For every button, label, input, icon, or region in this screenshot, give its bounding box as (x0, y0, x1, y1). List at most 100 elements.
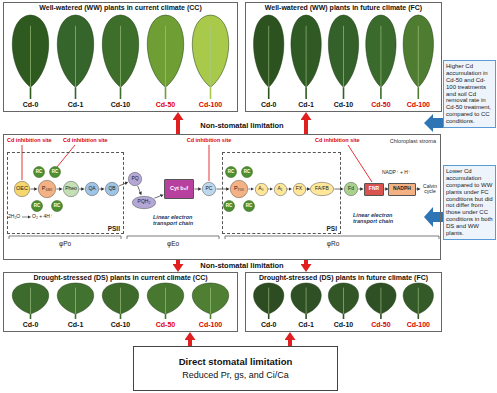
carrier-shape (230, 180, 247, 197)
leaf-photo (12, 15, 48, 87)
label-holder: RC (36, 170, 43, 175)
electron-flow-arrow (416, 189, 417, 190)
label-holder: Cd-100 (407, 101, 430, 109)
carrier-shape (202, 182, 215, 195)
photosystem-box: OECP₆₈₀PheoQAQBPSII (7, 152, 124, 234)
leaf-midrib (165, 26, 166, 87)
limitation-label: Non-stomatal limitation (198, 262, 285, 271)
node-text: OEC (16, 186, 28, 192)
node-text: PQ (131, 176, 138, 181)
treatment-label: Cd-10 (111, 101, 130, 109)
node-text: Cyt b₆f (170, 186, 188, 192)
node-text: P₆₈₀ (42, 186, 52, 192)
treatment-label: Cd-10 (334, 321, 353, 329)
reaction-center-label: RC (226, 204, 233, 209)
leaf-stem (305, 314, 307, 319)
node-text: QB (108, 186, 115, 191)
carrier-circle: Fd (344, 182, 358, 196)
leaf-photo (403, 15, 433, 87)
node-text: QA (88, 186, 95, 191)
leaf-photo (147, 283, 183, 314)
leaf-photo (12, 283, 48, 314)
panel-heading: Drought-stressed (DS) plants in future c… (259, 274, 428, 282)
treatment-label: Cd-1 (298, 101, 314, 109)
label-holder: NADP⁺ + H⁺ (382, 170, 410, 176)
electron-flow-arrow (154, 196, 160, 198)
electron-flow-arrow (248, 189, 250, 190)
chain-label: Linear electron transport chain (153, 214, 205, 227)
label-holder: RC (228, 170, 235, 175)
electron-flow-arrow (306, 189, 307, 190)
leaf-stem (75, 314, 77, 319)
inhibition-label: Cd inhibition site (315, 137, 360, 143)
treatment-label: Cd-100 (199, 321, 222, 329)
inhibition-pointer (57, 145, 75, 167)
limitation-box: Direct stomatal limitationReduced Pr, gs… (133, 346, 338, 391)
yield-bracket (9, 236, 121, 239)
limitation-arrow (304, 120, 308, 134)
reaction-label: NADP⁺ + H⁺ (382, 170, 410, 176)
label-holder: Cd inhibition site (187, 137, 232, 143)
label-holder: Cd-1 (68, 321, 84, 329)
reaction-label: 2H₂O (8, 214, 20, 220)
reaction-arrow-head (28, 216, 31, 219)
leaf-midrib (165, 288, 166, 314)
node-text: FNR (369, 186, 379, 191)
yield-label: φRo (327, 240, 340, 247)
carrier-shape (38, 180, 55, 197)
leaf-photo (328, 283, 358, 314)
node-text: PSI (327, 225, 337, 232)
carrier-circle: A₀ (255, 183, 268, 196)
callout-text: Higher Cd accumulation in Cd-50 and Cd-1… (446, 63, 493, 125)
carrier-circle: FX (293, 183, 306, 196)
cycle-text-box: Calvin cycle (419, 180, 442, 198)
node-text: A₀ (258, 186, 263, 191)
label-holder: Cd-10 (334, 321, 353, 329)
product-box: NADPH (388, 183, 416, 196)
node-text: FA/FB (315, 186, 329, 191)
electron-flow-arrow (99, 189, 101, 190)
label-holder: RC (226, 204, 233, 209)
inhibition-pointer (348, 145, 372, 182)
limitation-arrow (304, 260, 308, 264)
carrier-shape (344, 182, 357, 195)
panel-heading: Well-watered (WW) plants in future clima… (265, 4, 422, 12)
leaf-stem (210, 314, 212, 319)
leaf-stem (120, 87, 122, 99)
reaction-center-circle (226, 167, 237, 178)
leaf-stem (417, 87, 419, 99)
treatment-label: Cd-0 (23, 321, 39, 329)
label-holder: RC (54, 204, 61, 209)
label-holder: Cd inhibition site (315, 137, 360, 143)
yield-label: φPo (59, 240, 71, 247)
yield-label: φEo (167, 240, 179, 247)
label-holder: Cd-0 (23, 101, 39, 109)
callout-arrow (424, 114, 443, 132)
reaction-center-label: RC (228, 170, 235, 175)
label-holder: Cd-1 (298, 321, 314, 329)
leaf-midrib (210, 26, 211, 87)
carrier-oval: FA/FB (310, 182, 334, 196)
inhibition-pointer (22, 145, 23, 180)
label-holder: RC (52, 170, 59, 175)
leaf-midrib (268, 26, 269, 87)
carrier-shape (274, 183, 286, 195)
treatment-label: Cd-0 (261, 321, 277, 329)
label-holder: Linear electron transport chain (153, 214, 205, 227)
leaf-photo (102, 283, 138, 314)
node-text: A₁ (277, 186, 282, 191)
leaf-photo (57, 15, 93, 87)
reaction-center-circle (34, 167, 45, 178)
leaf-midrib (306, 26, 307, 87)
leaf-midrib (210, 288, 211, 314)
label-holder: Cd-1 (68, 101, 84, 109)
node-text: Pheo (65, 186, 77, 191)
electron-flow-arrow (358, 189, 360, 190)
label-holder: φPo (59, 240, 71, 247)
yield-bracket (225, 236, 439, 239)
label-holder: Cd-10 (334, 101, 353, 109)
label-holder: Cd-100 (199, 101, 222, 109)
enzyme-box: FNR (364, 183, 384, 196)
treatment-label: Cd-0 (261, 101, 277, 109)
